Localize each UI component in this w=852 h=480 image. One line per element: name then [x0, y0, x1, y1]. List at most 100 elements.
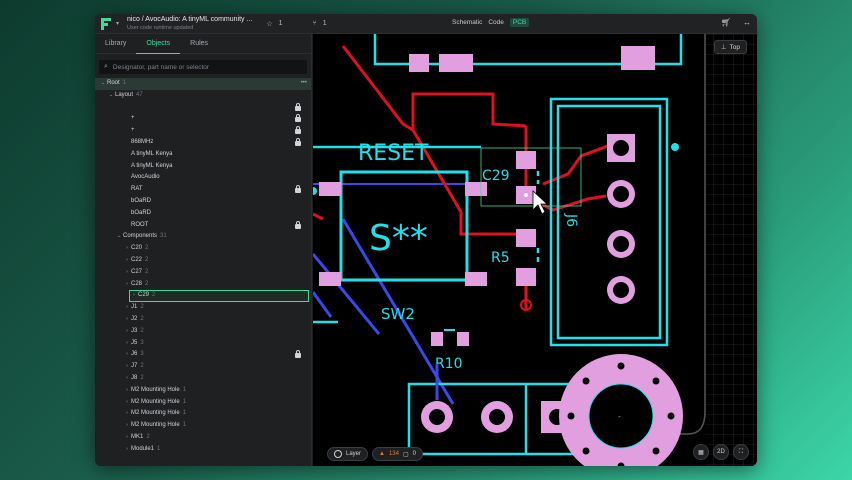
- mode-pcb[interactable]: PCB: [509, 18, 530, 27]
- pad[interactable]: [516, 151, 536, 169]
- pcb-canvas[interactable]: RESET S** SW2 C29 R5: [313, 34, 757, 466]
- pad[interactable]: [516, 268, 536, 286]
- lock-icon[interactable]: [295, 137, 301, 146]
- view-mode-toggle[interactable]: 2D: [713, 444, 729, 460]
- lock-icon[interactable]: [295, 220, 301, 229]
- chevron-right-icon[interactable]: ›: [126, 374, 128, 381]
- back-trace[interactable]: [313, 291, 333, 318]
- pad[interactable]: [457, 332, 469, 346]
- view-top-button[interactable]: ⊥ Top: [713, 40, 747, 54]
- pad[interactable]: [516, 229, 536, 247]
- back-trace[interactable]: [313, 253, 381, 335]
- tree-item[interactable]: bOaRD: [95, 208, 311, 220]
- chevron-right-icon[interactable]: ›: [126, 363, 128, 370]
- mode-schematic[interactable]: Schematic: [452, 19, 483, 26]
- mode-code[interactable]: Code: [488, 19, 504, 26]
- tree-item[interactable]: +: [95, 125, 311, 137]
- c29-selection-box[interactable]: [480, 147, 582, 207]
- share-icon[interactable]: ↔: [743, 18, 751, 27]
- object-search[interactable]: ⌕ Designator, part name or selector: [99, 60, 307, 74]
- chevron-right-icon[interactable]: ›: [126, 351, 128, 358]
- chevron-right-icon[interactable]: ›: [126, 398, 128, 405]
- tree-item[interactable]: [95, 102, 311, 114]
- chevron-right-icon[interactable]: ›: [133, 292, 135, 299]
- lock-icon[interactable]: [295, 114, 301, 123]
- chevron-right-icon[interactable]: ›: [126, 386, 128, 393]
- pcb-drawing[interactable]: RESET S** SW2 C29 R5: [313, 34, 757, 466]
- pad[interactable]: [409, 54, 429, 72]
- chevron-right-icon[interactable]: ›: [126, 445, 128, 452]
- tree-item[interactable]: ROOT: [95, 220, 311, 232]
- fullscreen-icon[interactable]: ⛶: [733, 444, 749, 460]
- chevron-down-icon[interactable]: ⌄: [116, 233, 122, 240]
- tree-item[interactable]: RAT: [95, 184, 311, 196]
- pad[interactable]: [431, 332, 443, 346]
- cart-icon[interactable]: 🛒︎: [720, 18, 731, 27]
- chevron-right-icon[interactable]: ›: [126, 339, 128, 346]
- tab-rules[interactable]: Rules: [190, 39, 209, 47]
- flux-logo-icon[interactable]: [101, 17, 113, 30]
- lock-icon[interactable]: [295, 350, 301, 359]
- chevron-right-icon[interactable]: ›: [126, 245, 128, 252]
- pad[interactable]: [439, 54, 473, 72]
- pad[interactable]: [319, 182, 341, 196]
- chevron-down-icon[interactable]: ⌄: [108, 91, 114, 98]
- fork-icon[interactable]: ⑂: [312, 20, 317, 27]
- star-icon[interactable]: ☆: [266, 20, 273, 28]
- chevron-right-icon[interactable]: ›: [126, 315, 128, 322]
- more-options-icon[interactable]: •••: [300, 80, 307, 86]
- grid-toggle-icon[interactable]: ▦: [693, 444, 709, 460]
- chevron-right-icon[interactable]: ›: [126, 268, 128, 275]
- tree-item[interactable]: AvocAudio: [95, 172, 311, 184]
- lock-icon[interactable]: [295, 126, 301, 135]
- tree-item[interactable]: 868MHz: [95, 137, 311, 149]
- via[interactable]: [520, 299, 532, 311]
- chevron-down-icon[interactable]: ⌄: [100, 80, 106, 86]
- chevron-right-icon[interactable]: ›: [126, 410, 128, 417]
- chevron-right-icon[interactable]: ›: [126, 304, 128, 311]
- pad[interactable]: [319, 272, 341, 286]
- lock-icon[interactable]: [295, 102, 301, 111]
- lock-icon[interactable]: [295, 185, 301, 194]
- tree-item[interactable]: A tinyML Kenya: [95, 149, 311, 161]
- tree-item[interactable]: bOaRD: [95, 196, 311, 208]
- chevron-right-icon[interactable]: ›: [126, 280, 128, 287]
- pad[interactable]: [465, 182, 487, 196]
- chevron-right-icon[interactable]: ›: [126, 256, 128, 263]
- tree-item[interactable]: +: [95, 113, 311, 125]
- tree-item[interactable]: A tinyML Kenya: [95, 161, 311, 173]
- tab-library[interactable]: Library: [105, 39, 127, 47]
- project-title-block[interactable]: nico / AvocAudio: A tinyML community ...…: [127, 15, 252, 33]
- chevron-right-icon[interactable]: ›: [126, 422, 128, 429]
- pad[interactable]: [465, 272, 487, 286]
- front-trace[interactable]: [542, 142, 614, 186]
- logo-menu-chevron-icon[interactable]: ▾: [116, 21, 120, 27]
- chevron-right-icon[interactable]: ›: [126, 433, 128, 440]
- tab-objects[interactable]: Objects: [136, 34, 181, 54]
- front-trace[interactable]: [313, 212, 324, 221]
- layer-selector[interactable]: Layer: [327, 447, 369, 461]
- pad[interactable]: [621, 46, 655, 70]
- back-trace[interactable]: [341, 218, 455, 405]
